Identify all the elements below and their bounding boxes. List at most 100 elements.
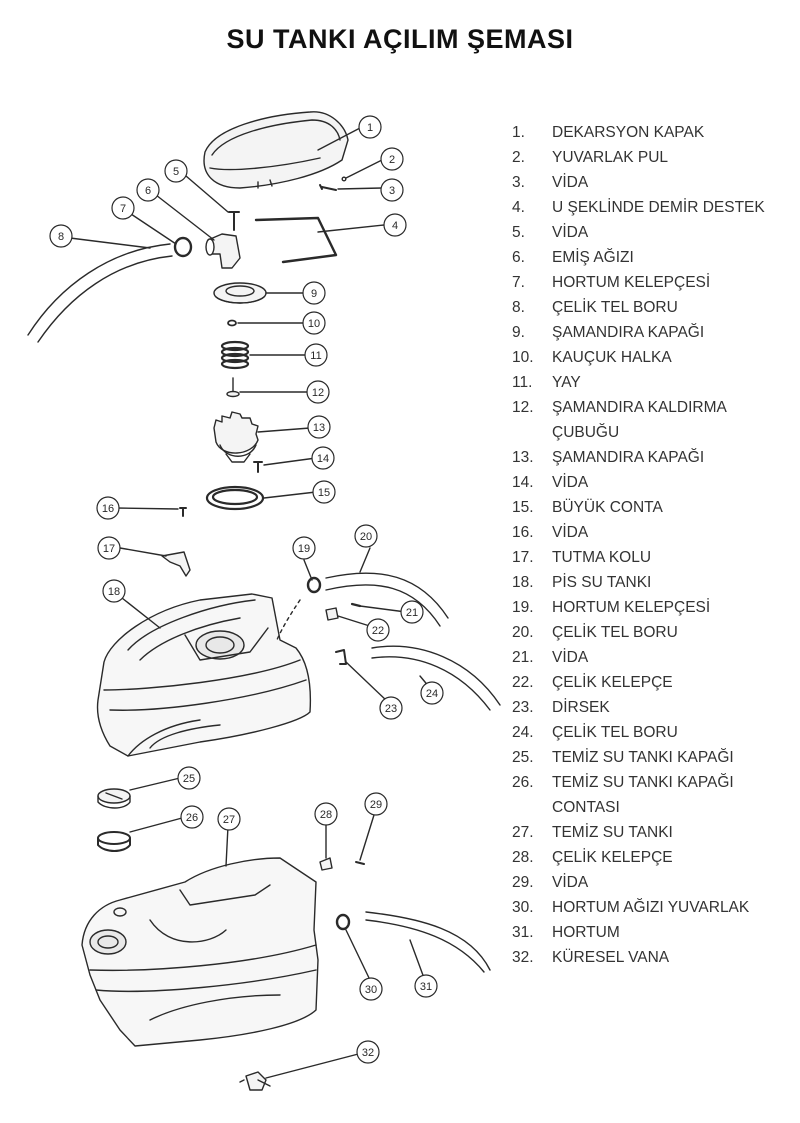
callout-circle-14 bbox=[311, 446, 335, 470]
callout-circle-29 bbox=[364, 792, 388, 816]
callout-circle-8 bbox=[49, 224, 73, 248]
legend-item: 2.YUVARLAK PUL bbox=[512, 149, 669, 166]
legend-item: 13.ŞAMANDIRA KAPAĞI bbox=[512, 449, 705, 466]
callout-circle-5 bbox=[164, 159, 188, 183]
part-5-screw bbox=[228, 211, 240, 231]
legend-item: 14.VİDA bbox=[512, 474, 589, 491]
callout-6: 6 bbox=[145, 185, 151, 197]
legend-item: 18.PİS SU TANKI bbox=[512, 574, 652, 591]
callout-29: 29 bbox=[370, 799, 382, 811]
legend-item: 21.VİDA bbox=[512, 649, 589, 666]
part-28-clamp bbox=[319, 857, 333, 871]
part-23-elbow bbox=[335, 649, 347, 665]
callout-9: 9 bbox=[311, 288, 317, 300]
part-20-hose bbox=[325, 572, 449, 627]
legend-item: 24.ÇELİK TEL BORU bbox=[512, 724, 678, 741]
callout-circle-25 bbox=[177, 766, 201, 790]
legend-item: 1.DEKARSYON KAPAK bbox=[512, 124, 705, 141]
part-17-handle bbox=[161, 551, 191, 577]
legend-item: 20.ÇELİK TEL BORU bbox=[512, 624, 678, 641]
part-7-clamp bbox=[173, 236, 193, 258]
legend-item: 4.U ŞEKLİNDE DEMİR DESTEK bbox=[512, 199, 765, 216]
legend-item: 32.KÜRESEL VANA bbox=[512, 949, 670, 966]
callout-4: 4 bbox=[392, 220, 398, 232]
callout-1: 1 bbox=[367, 122, 373, 134]
legend-item: 15.BÜYÜK CONTA bbox=[512, 499, 663, 516]
callout-30: 30 bbox=[365, 984, 377, 996]
callout-circle-6 bbox=[136, 178, 160, 202]
part-32-ball-valve bbox=[239, 1071, 271, 1091]
callout-circle-19 bbox=[292, 536, 316, 560]
part-26-cap-gasket bbox=[97, 831, 131, 852]
callout-16: 16 bbox=[102, 503, 114, 515]
part-29-screw bbox=[355, 861, 365, 865]
legend-item: 28.ÇELİK KELEPÇE bbox=[512, 849, 673, 866]
part-9-float-cap bbox=[213, 282, 267, 304]
part-27-clean-tank bbox=[81, 857, 319, 1047]
callout-12: 12 bbox=[312, 387, 324, 399]
legend-item: 19.HORTUM KELEPÇESİ bbox=[512, 599, 711, 616]
callout-circle-1 bbox=[358, 115, 382, 139]
callout-31: 31 bbox=[420, 981, 432, 993]
callout-circle-21 bbox=[400, 600, 424, 624]
page-title: SU TANKI AÇILIM ŞEMASI bbox=[226, 24, 574, 54]
legend-item: 16.VİDA bbox=[512, 524, 589, 541]
callout-circle-4 bbox=[383, 213, 407, 237]
callout-25: 25 bbox=[183, 773, 195, 785]
callout-circle-28 bbox=[314, 802, 338, 826]
legend-item: 30.HORTUM AĞIZI YUVARLAK bbox=[512, 899, 750, 916]
callout-circle-22 bbox=[366, 618, 390, 642]
callout-5: 5 bbox=[173, 166, 179, 178]
callout-circle-11 bbox=[304, 343, 328, 367]
callout-circle-2 bbox=[380, 147, 404, 171]
callout-circle-13 bbox=[307, 415, 331, 439]
callout-14: 14 bbox=[317, 453, 329, 465]
part-12-float-rod bbox=[226, 377, 240, 398]
part-4-bracket bbox=[254, 216, 338, 264]
callout-22: 22 bbox=[372, 625, 384, 637]
callout-circle-9 bbox=[302, 281, 326, 305]
part-31-hose bbox=[365, 911, 491, 973]
callout-circle-32 bbox=[356, 1040, 380, 1064]
callout-15: 15 bbox=[318, 487, 330, 499]
part-16-screw bbox=[179, 507, 187, 517]
part-15-gasket bbox=[205, 485, 265, 511]
legend-item: 10.KAUÇUK HALKA bbox=[512, 349, 672, 366]
part-6-suction-mouth bbox=[205, 233, 241, 269]
callout-circle-15 bbox=[312, 480, 336, 504]
legend-item: 6.EMİŞ AĞIZI bbox=[512, 249, 634, 266]
callout-circle-26 bbox=[180, 805, 204, 829]
part-11-spring bbox=[220, 340, 250, 370]
part-24-hose bbox=[371, 645, 501, 711]
legend-item: 31.HORTUM bbox=[512, 924, 620, 941]
callout-8: 8 bbox=[58, 231, 64, 243]
legend-item: 27.TEMİZ SU TANKI bbox=[512, 824, 673, 841]
legend-item: 11.YAY bbox=[512, 374, 581, 391]
legend-item: 22.ÇELİK KELEPÇE bbox=[512, 674, 673, 691]
callout-circle-10 bbox=[302, 311, 326, 335]
callout-circle-30 bbox=[359, 977, 383, 1001]
callout-circle-18 bbox=[102, 579, 126, 603]
part-3-screw bbox=[319, 184, 337, 191]
legend-item: 7.HORTUM KELEPÇESİ bbox=[512, 274, 711, 291]
legend-item: 29.VİDA bbox=[512, 874, 589, 891]
callout-circle-24 bbox=[420, 681, 444, 705]
callout-21: 21 bbox=[406, 607, 418, 619]
part-30-hose-mouth bbox=[335, 913, 351, 931]
callout-17: 17 bbox=[103, 543, 115, 555]
callout-18: 18 bbox=[108, 586, 120, 598]
callout-7: 7 bbox=[120, 203, 126, 215]
legend-item: 9.ŞAMANDIRA KAPAĞI bbox=[512, 324, 705, 341]
legend-item: 3.VİDA bbox=[512, 174, 589, 191]
part-25-clean-cap bbox=[97, 788, 131, 809]
callout-20: 20 bbox=[360, 531, 372, 543]
part-2-washer bbox=[341, 176, 347, 182]
callout-27: 27 bbox=[223, 814, 235, 826]
callout-19: 19 bbox=[298, 543, 310, 555]
part-14-screw bbox=[253, 461, 263, 473]
callout-10: 10 bbox=[308, 318, 320, 330]
callout-circle-17 bbox=[97, 536, 121, 560]
